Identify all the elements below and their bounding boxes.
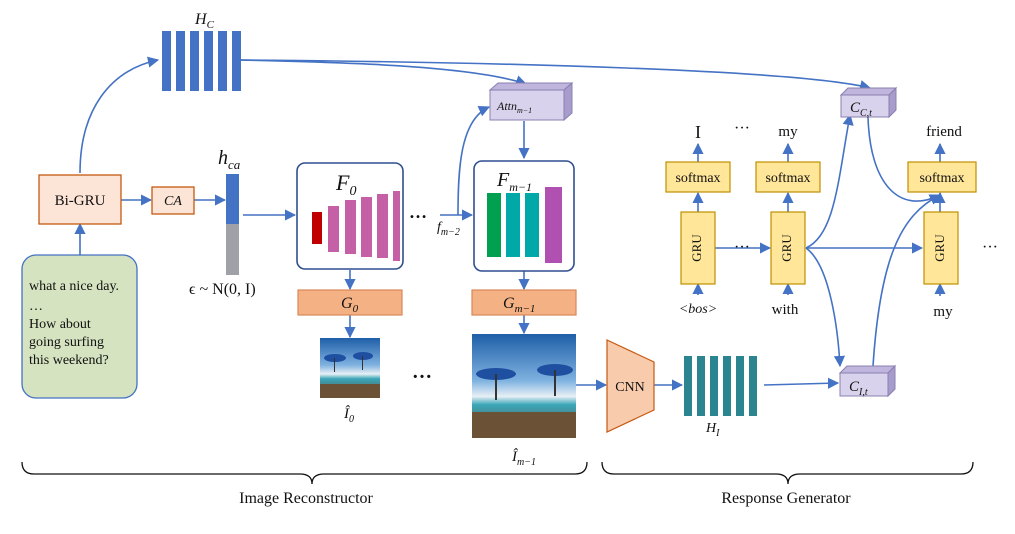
- fm1-bars: [487, 187, 562, 263]
- cnn-label: CNN: [615, 380, 645, 395]
- ellipsis-images: …: [412, 361, 432, 383]
- im1-label: Îm−1: [511, 448, 536, 468]
- section-label-response-generator: Response Generator: [721, 490, 851, 507]
- f0-stage: F0: [296, 162, 404, 270]
- decoder-step-3: softmax GRU friend my: [907, 124, 977, 320]
- hca-vector: hca ϵ ~ N(0, I): [189, 147, 256, 298]
- f0-layer-bar: [312, 212, 322, 244]
- softmax-label: softmax: [675, 171, 720, 186]
- hc-bar: [176, 31, 185, 91]
- hc-vector: HC: [162, 11, 241, 91]
- attn-block: Attnm−1: [488, 81, 574, 122]
- brace-response-generator: [601, 461, 974, 485]
- f0-layer-bar: [328, 206, 339, 252]
- decoder-step-2: softmax GRU my with: [755, 124, 821, 318]
- arrow-bigru-to-hc: [79, 56, 160, 174]
- i0-label: Î0: [343, 405, 354, 425]
- context-line-5: this weekend?: [29, 353, 109, 368]
- ellipsis-stages: …: [409, 202, 427, 222]
- arrow-gru2-to-cit: [805, 247, 846, 368]
- arrow-cit-to-softmax3: [872, 194, 942, 367]
- output-word-1: I: [695, 122, 701, 142]
- hc-bar: [218, 31, 227, 91]
- input-word-1: <bos>: [679, 302, 717, 317]
- ca-label: CA: [164, 194, 182, 209]
- f0-label: F0: [335, 170, 356, 199]
- fm1-layer-bar: [545, 187, 562, 263]
- hi-bar: [710, 356, 718, 416]
- softmax-label: softmax: [919, 171, 964, 186]
- ellipsis-gru-end: ···: [982, 239, 998, 256]
- arrow-hi-to-cit: [763, 377, 840, 389]
- cct-block: CC,t: [839, 86, 898, 119]
- fm1-layer-bar: [487, 193, 501, 257]
- gm1-label: Gm−1: [503, 295, 535, 315]
- bigru-label: Bi-GRU: [55, 193, 106, 209]
- f0-bars: [312, 191, 400, 261]
- hi-bar: [736, 356, 744, 416]
- cit-block: CI,t: [838, 364, 897, 398]
- ellipsis-gru: ···: [734, 239, 750, 256]
- arrow-fm2-to-attn: [457, 106, 491, 216]
- context-box: what a nice day. … How about going surfi…: [21, 254, 138, 399]
- cnn-block: CNN: [606, 339, 655, 433]
- fm1-stage: Fm−1: [473, 160, 575, 272]
- hc-bar: [190, 31, 199, 91]
- attn-label: Attnm−1: [496, 99, 532, 115]
- hi-bar: [723, 356, 731, 416]
- g0-block: G0: [297, 289, 403, 316]
- image-i0: Î0: [320, 338, 380, 425]
- arrow-cct-to-softmax3: [867, 116, 942, 205]
- hi-vector: HI: [684, 356, 757, 439]
- output-word-3: friend: [926, 124, 962, 140]
- f0-layer-bar: [345, 200, 356, 254]
- ca-box: CA: [151, 186, 195, 215]
- brace-image-reconstructor: [21, 461, 588, 485]
- hi-label: HI: [705, 421, 720, 439]
- hc-bar: [162, 31, 171, 91]
- ellipsis-outputs: ···: [734, 120, 750, 137]
- hca-noise-segment: [226, 224, 239, 275]
- fm1-label: Fm−1: [496, 169, 532, 194]
- connections: [74, 56, 946, 391]
- noise-label: ϵ ~ N(0, I): [189, 281, 256, 298]
- f0-layer-bar: [393, 191, 400, 261]
- bigru-box: Bi-GRU: [38, 174, 122, 225]
- hc-bar: [232, 31, 241, 91]
- gru-label: GRU: [932, 234, 947, 262]
- gru-label: GRU: [779, 234, 794, 262]
- context-line-4: going surfing: [29, 335, 104, 350]
- g0-label: G0: [341, 295, 359, 315]
- image-im1: Îm−1: [472, 334, 576, 468]
- fm1-layer-bar: [525, 193, 539, 257]
- cct-label: CC,t: [850, 100, 872, 119]
- hi-bar: [697, 356, 705, 416]
- input-word-2: with: [772, 302, 799, 318]
- input-word-3: my: [933, 304, 953, 320]
- hca-label: hca: [218, 147, 241, 172]
- context-line-1: what a nice day.: [29, 279, 119, 294]
- hc-label: HC: [194, 11, 215, 31]
- arrow-hc-to-cct: [239, 59, 872, 91]
- context-line-3: How about: [29, 317, 91, 332]
- svg-text:what a nice day. …: what a nice day. … How about going surfi…: [29, 279, 123, 368]
- section-label-image-reconstructor: Image Reconstructor: [239, 490, 373, 507]
- softmax-label: softmax: [765, 171, 810, 186]
- f0-layer-bar: [377, 194, 388, 258]
- decoder-step-1: softmax GRU I <bos>: [665, 122, 731, 317]
- fm2-label: fm−2: [437, 220, 460, 238]
- fm1-layer-bar: [506, 193, 520, 257]
- arrow-gru2-to-cct: [805, 113, 854, 249]
- f0-layer-bar: [361, 197, 372, 257]
- context-line-2: …: [29, 299, 43, 314]
- hc-bar: [204, 31, 213, 91]
- gm1-block: Gm−1: [471, 289, 577, 316]
- output-word-2: my: [778, 124, 798, 140]
- hi-bar: [749, 356, 757, 416]
- gru-label: GRU: [689, 234, 704, 262]
- hca-mean-segment: [226, 174, 239, 224]
- hi-bar: [684, 356, 692, 416]
- cit-label: CI,t: [849, 379, 868, 398]
